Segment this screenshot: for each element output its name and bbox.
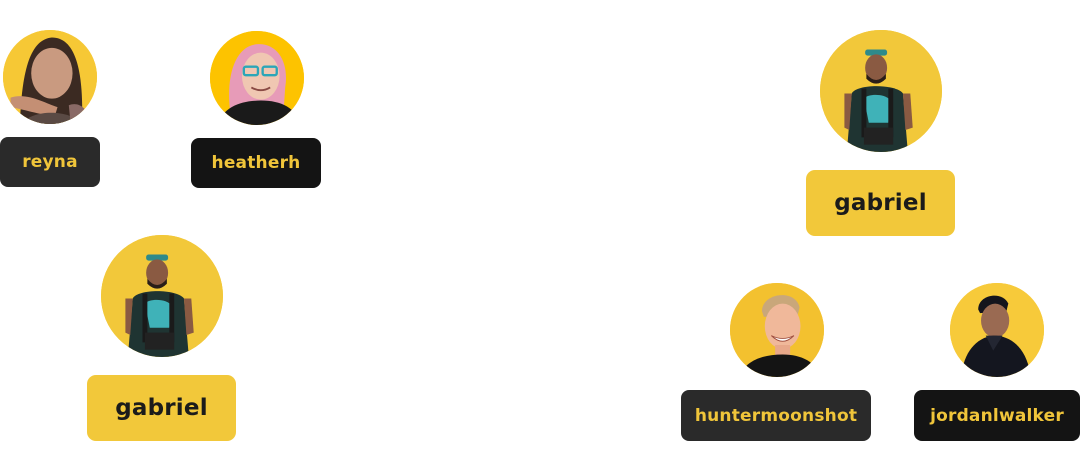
avatar-heatherh[interactable] [210, 31, 304, 125]
avatar-reyna[interactable] [3, 30, 97, 124]
avatar-gabriel-right[interactable] [820, 30, 942, 152]
avatar-jordanlwalker[interactable] [950, 283, 1044, 377]
username-badge-gabriel-left[interactable]: gabriel [87, 375, 236, 441]
username-badge-heatherh[interactable]: heatherh [191, 138, 321, 188]
user-photo-heatherh-icon [210, 31, 304, 125]
user-photo-huntermoonshot-icon [730, 283, 824, 377]
avatar-huntermoonshot[interactable] [730, 283, 824, 377]
username-badge-huntermoonshot[interactable]: huntermoonshot [681, 390, 871, 441]
user-photo-gabriel-icon [101, 235, 223, 357]
username-badge-reyna[interactable]: reyna [0, 137, 100, 187]
username-badge-gabriel-right[interactable]: gabriel [806, 170, 955, 236]
user-photo-jordanlwalker-icon [950, 283, 1044, 377]
avatar-gabriel-left[interactable] [101, 235, 223, 357]
user-photo-reyna-icon [3, 30, 97, 124]
username-badge-jordanlwalker[interactable]: jordanlwalker [914, 390, 1080, 441]
user-photo-gabriel-icon [820, 30, 942, 152]
